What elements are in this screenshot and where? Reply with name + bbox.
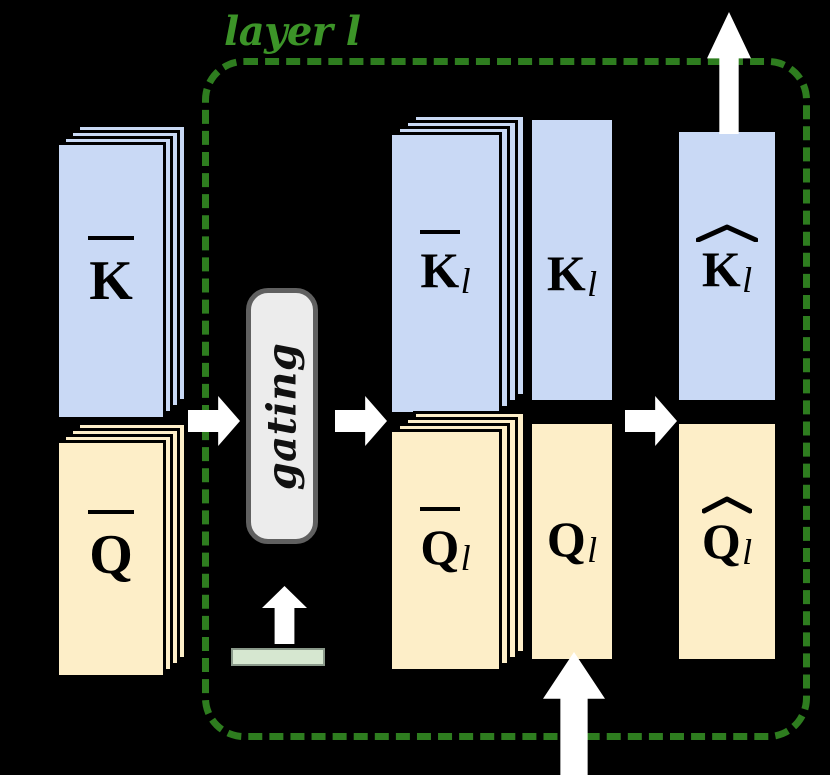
q-hat-l-accent: Ql: [701, 496, 753, 573]
q-bar-l-accent: Q: [419, 507, 460, 575]
q-hat-l-base: Q: [701, 513, 741, 569]
k-l-label: Kl: [532, 248, 612, 302]
q-l-subscript: l: [587, 530, 598, 571]
q-hat-l-subscript: l: [742, 532, 753, 573]
k-bar-l[interactable]: Kl: [389, 132, 502, 415]
q-bar-input-accent: Q: [88, 510, 134, 586]
layer-boundary-label: layer l: [224, 8, 361, 55]
k-bar-l-subscript: l: [460, 261, 471, 302]
k-bar-input-label: K: [59, 236, 163, 312]
q-hat-l-label: Ql: [679, 496, 775, 573]
q-l[interactable]: Ql: [532, 424, 612, 659]
k-hat-l-label: Kl: [679, 224, 775, 301]
hat-icon: [695, 224, 759, 243]
hat-icon: [701, 496, 753, 514]
q-hat-l[interactable]: Ql: [679, 424, 775, 659]
q-bar-input[interactable]: Q: [56, 440, 166, 678]
gating-signal-bar: [231, 648, 325, 666]
k-l-subscript: l: [587, 264, 598, 305]
q-bar-l-label: Ql: [392, 507, 499, 579]
q-l-label: Ql: [532, 514, 612, 568]
q-bar-input-label: Q: [59, 510, 163, 586]
gating-module[interactable]: gating: [246, 288, 318, 544]
q-bar-l[interactable]: Ql: [389, 429, 502, 672]
k-hat-l-base: K: [701, 241, 741, 297]
k-bar-input[interactable]: K: [56, 142, 166, 420]
layer-boundary: [202, 58, 810, 740]
k-bar-input-accent: K: [88, 236, 134, 312]
k-bar-l-accent: K: [419, 230, 460, 298]
gating-label: gating: [258, 342, 306, 490]
q-l-base: Q: [546, 511, 586, 567]
q-bar-input-base: Q: [89, 524, 133, 586]
k-bar-l-base: K: [420, 242, 460, 298]
k-l[interactable]: Kl: [532, 120, 612, 400]
k-hat-l[interactable]: Kl: [679, 132, 775, 400]
k-hat-l-subscript: l: [742, 260, 753, 301]
q-bar-l-subscript: l: [460, 538, 471, 579]
q-bar-l-base: Q: [420, 519, 460, 575]
k-l-base: K: [546, 245, 586, 301]
k-hat-l-accent: Kl: [695, 224, 759, 301]
k-bar-l-label: Kl: [392, 230, 499, 302]
k-bar-input-base: K: [89, 250, 133, 312]
